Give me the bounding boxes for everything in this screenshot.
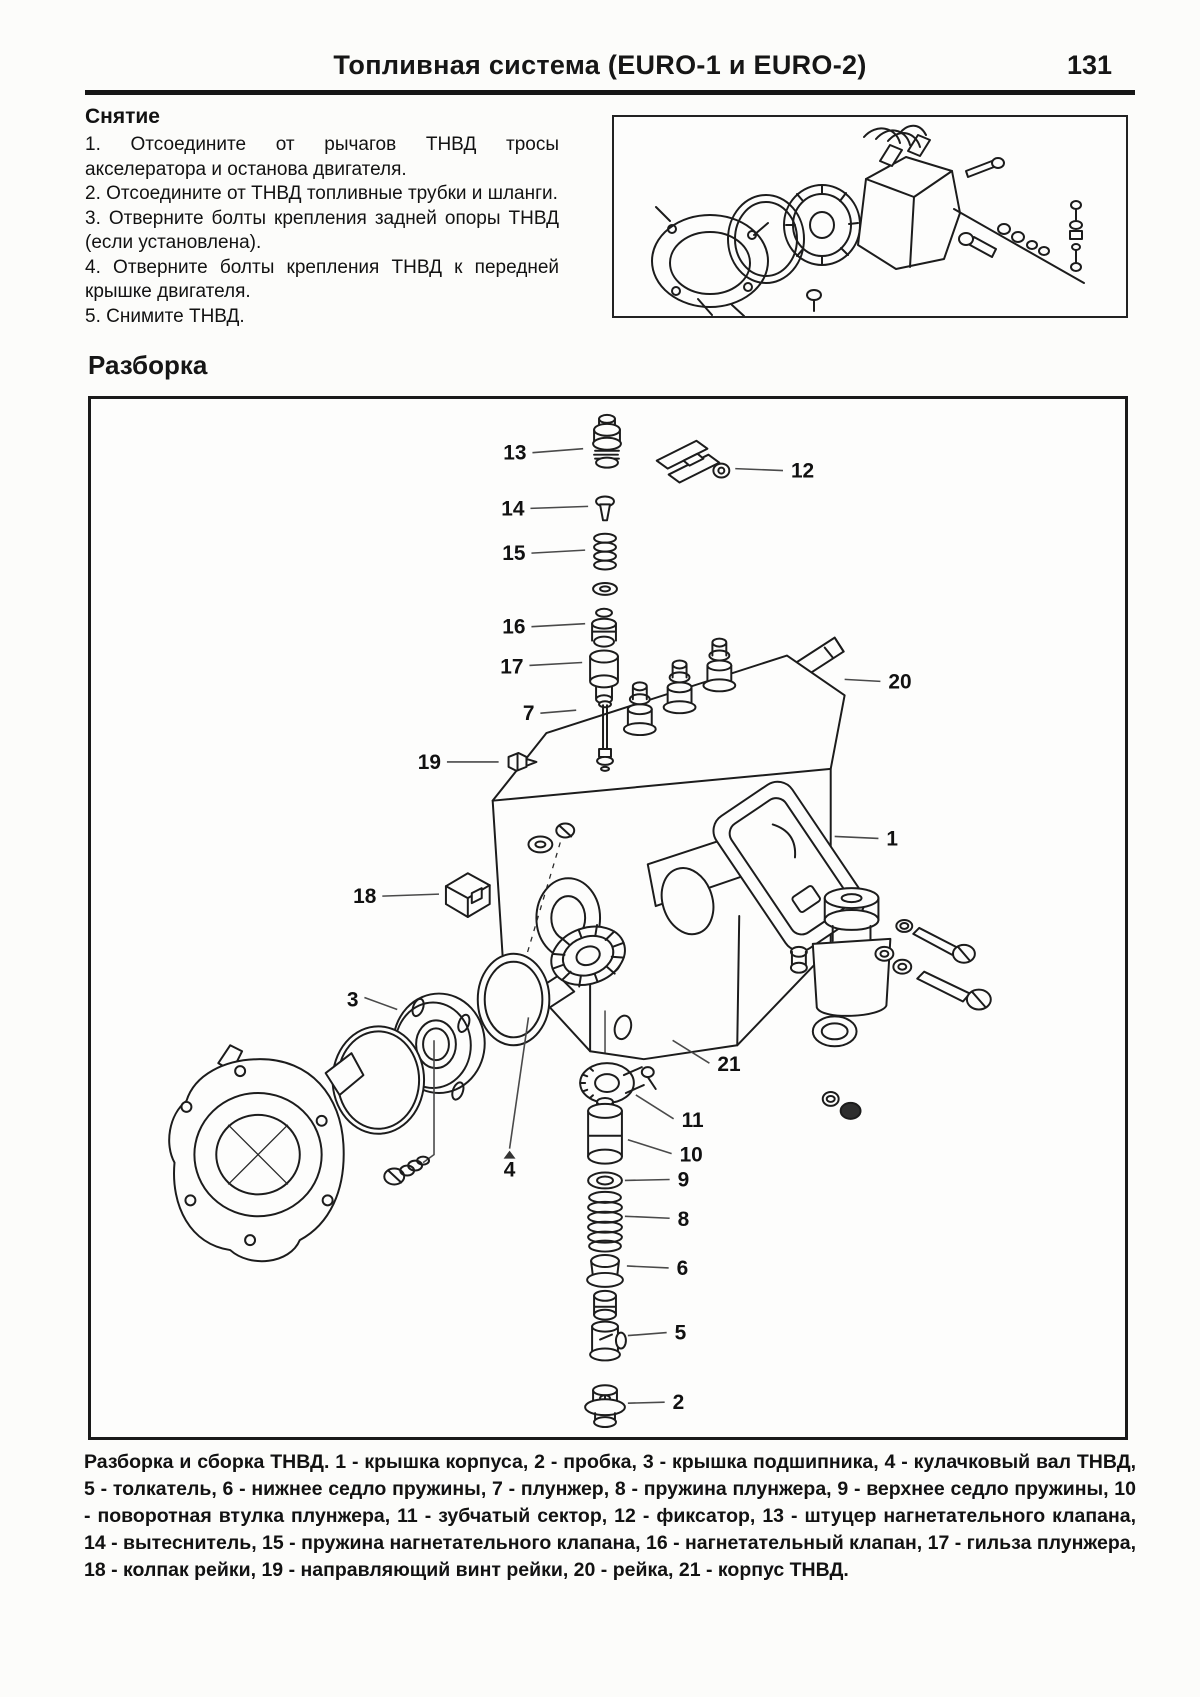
callout-21: 21 (717, 1053, 741, 1076)
callout-18: 18 (353, 885, 376, 908)
flange-outline (651, 214, 769, 308)
callout-7: 7 (523, 702, 535, 725)
pump-body-small (857, 156, 961, 270)
callout-3: 3 (347, 988, 359, 1011)
disassembly-figure-box: 13 12 14 15 16 17 7 19 20 1 18 3 4 21 11… (88, 396, 1128, 1440)
callout-8: 8 (678, 1208, 690, 1231)
callout-15: 15 (502, 542, 526, 565)
part-spacer (593, 1289, 617, 1321)
header-rule (85, 90, 1135, 95)
leader-arrow-4 (503, 1150, 516, 1159)
callout-14: 14 (501, 497, 525, 520)
leader-lines (364, 447, 881, 1404)
page-number: 131 (1066, 50, 1112, 80)
part-tappet-5 (589, 1320, 627, 1362)
part-race-ring (476, 952, 551, 1047)
part-guide-screw-19 (507, 751, 538, 772)
tnvd-exploded-drawing: 13 12 14 15 16 17 7 19 20 1 18 3 4 21 11… (168, 413, 992, 1429)
callouts: 13 12 14 15 16 17 7 19 20 1 18 3 4 21 11… (347, 442, 912, 1414)
page-title: Топливная система (EURO-1 и EURO-2) (333, 50, 867, 80)
part-feed-pump (789, 887, 892, 1048)
part-control-sleeve-10 (587, 1096, 623, 1165)
callout-11: 11 (682, 1109, 704, 1132)
removal-figure-box (612, 115, 1128, 318)
callout-13: 13 (503, 442, 526, 465)
callout-16: 16 (502, 616, 525, 639)
part-mounting-bolts (821, 918, 992, 1120)
callout-17: 17 (500, 655, 523, 678)
removal-heading: Снятие (85, 105, 160, 128)
removal-exploded-drawing (651, 124, 1085, 316)
part-union-13 (592, 413, 622, 469)
part-displacer-14 (595, 495, 615, 522)
removal-step: 3. Отверните болты крепления задней опор… (85, 207, 559, 254)
figure-caption: Разборка и сборка ТНВД. 1 - крышка корпу… (84, 1451, 1136, 1581)
disassembly-heading: Разборка (88, 350, 208, 380)
callout-4: 4 (504, 1159, 516, 1182)
removal-step: 4. Отверните болты крепления ТНВД к пере… (85, 256, 559, 303)
callout-1: 1 (886, 827, 898, 850)
callout-5: 5 (675, 1322, 687, 1345)
part-plunger-7 (596, 700, 614, 772)
callout-9: 9 (678, 1168, 690, 1191)
callout-19: 19 (418, 751, 441, 774)
removal-section: Снятие 1. Отсоедините от рычагов ТНВД тр… (85, 104, 559, 329)
part-delivery-valve-16 (591, 607, 617, 648)
callout-2: 2 (673, 1391, 685, 1414)
fuel-hoses (863, 124, 927, 148)
part-valve-spring-15 (593, 532, 617, 571)
removal-step: 1. Отсоедините от рычагов ТНВД тросы акс… (85, 134, 559, 180)
part-lower-seat-6 (586, 1254, 624, 1288)
part-upper-seat-9 (587, 1171, 623, 1190)
part-plunger-barrel-17 (589, 649, 619, 705)
callout-6: 6 (677, 1257, 689, 1280)
part-gear-sector-11 (579, 1062, 657, 1104)
part-rack-cap-18 (444, 872, 491, 918)
part-plunger-spring-8 (587, 1190, 623, 1253)
removal-step: 5. Снимите ТНВД. (85, 305, 245, 327)
callout-20: 20 (888, 670, 911, 693)
part-retainer-12 (655, 439, 731, 484)
part-plug-2 (584, 1384, 626, 1429)
removal-step: 2. Отсоедините от ТНВД топливные трубки … (85, 183, 558, 204)
part-front-flange (168, 1044, 365, 1263)
part-lube-screw (383, 1040, 435, 1186)
part-delivery-fittings (622, 637, 737, 737)
callout-10: 10 (680, 1144, 703, 1167)
part-valve-washer (592, 581, 618, 596)
callout-12: 12 (791, 460, 814, 483)
